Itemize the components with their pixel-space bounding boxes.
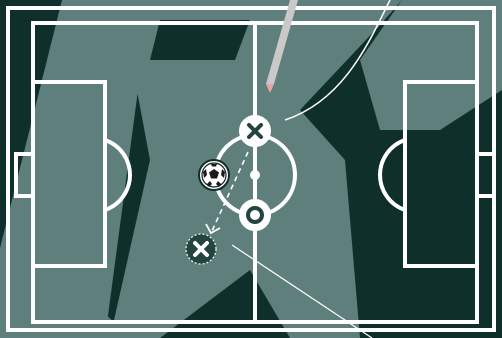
player-x-marker[interactable] bbox=[240, 116, 270, 146]
ball-patch-top bbox=[211, 164, 217, 167]
decorative-wedge-center-cut bbox=[150, 20, 250, 60]
player-o-circle bbox=[240, 200, 270, 230]
target-x-marker[interactable] bbox=[186, 234, 216, 264]
player-o-marker[interactable] bbox=[240, 200, 270, 230]
soccer-ball-icon[interactable] bbox=[199, 160, 229, 190]
center-spot bbox=[252, 172, 258, 178]
